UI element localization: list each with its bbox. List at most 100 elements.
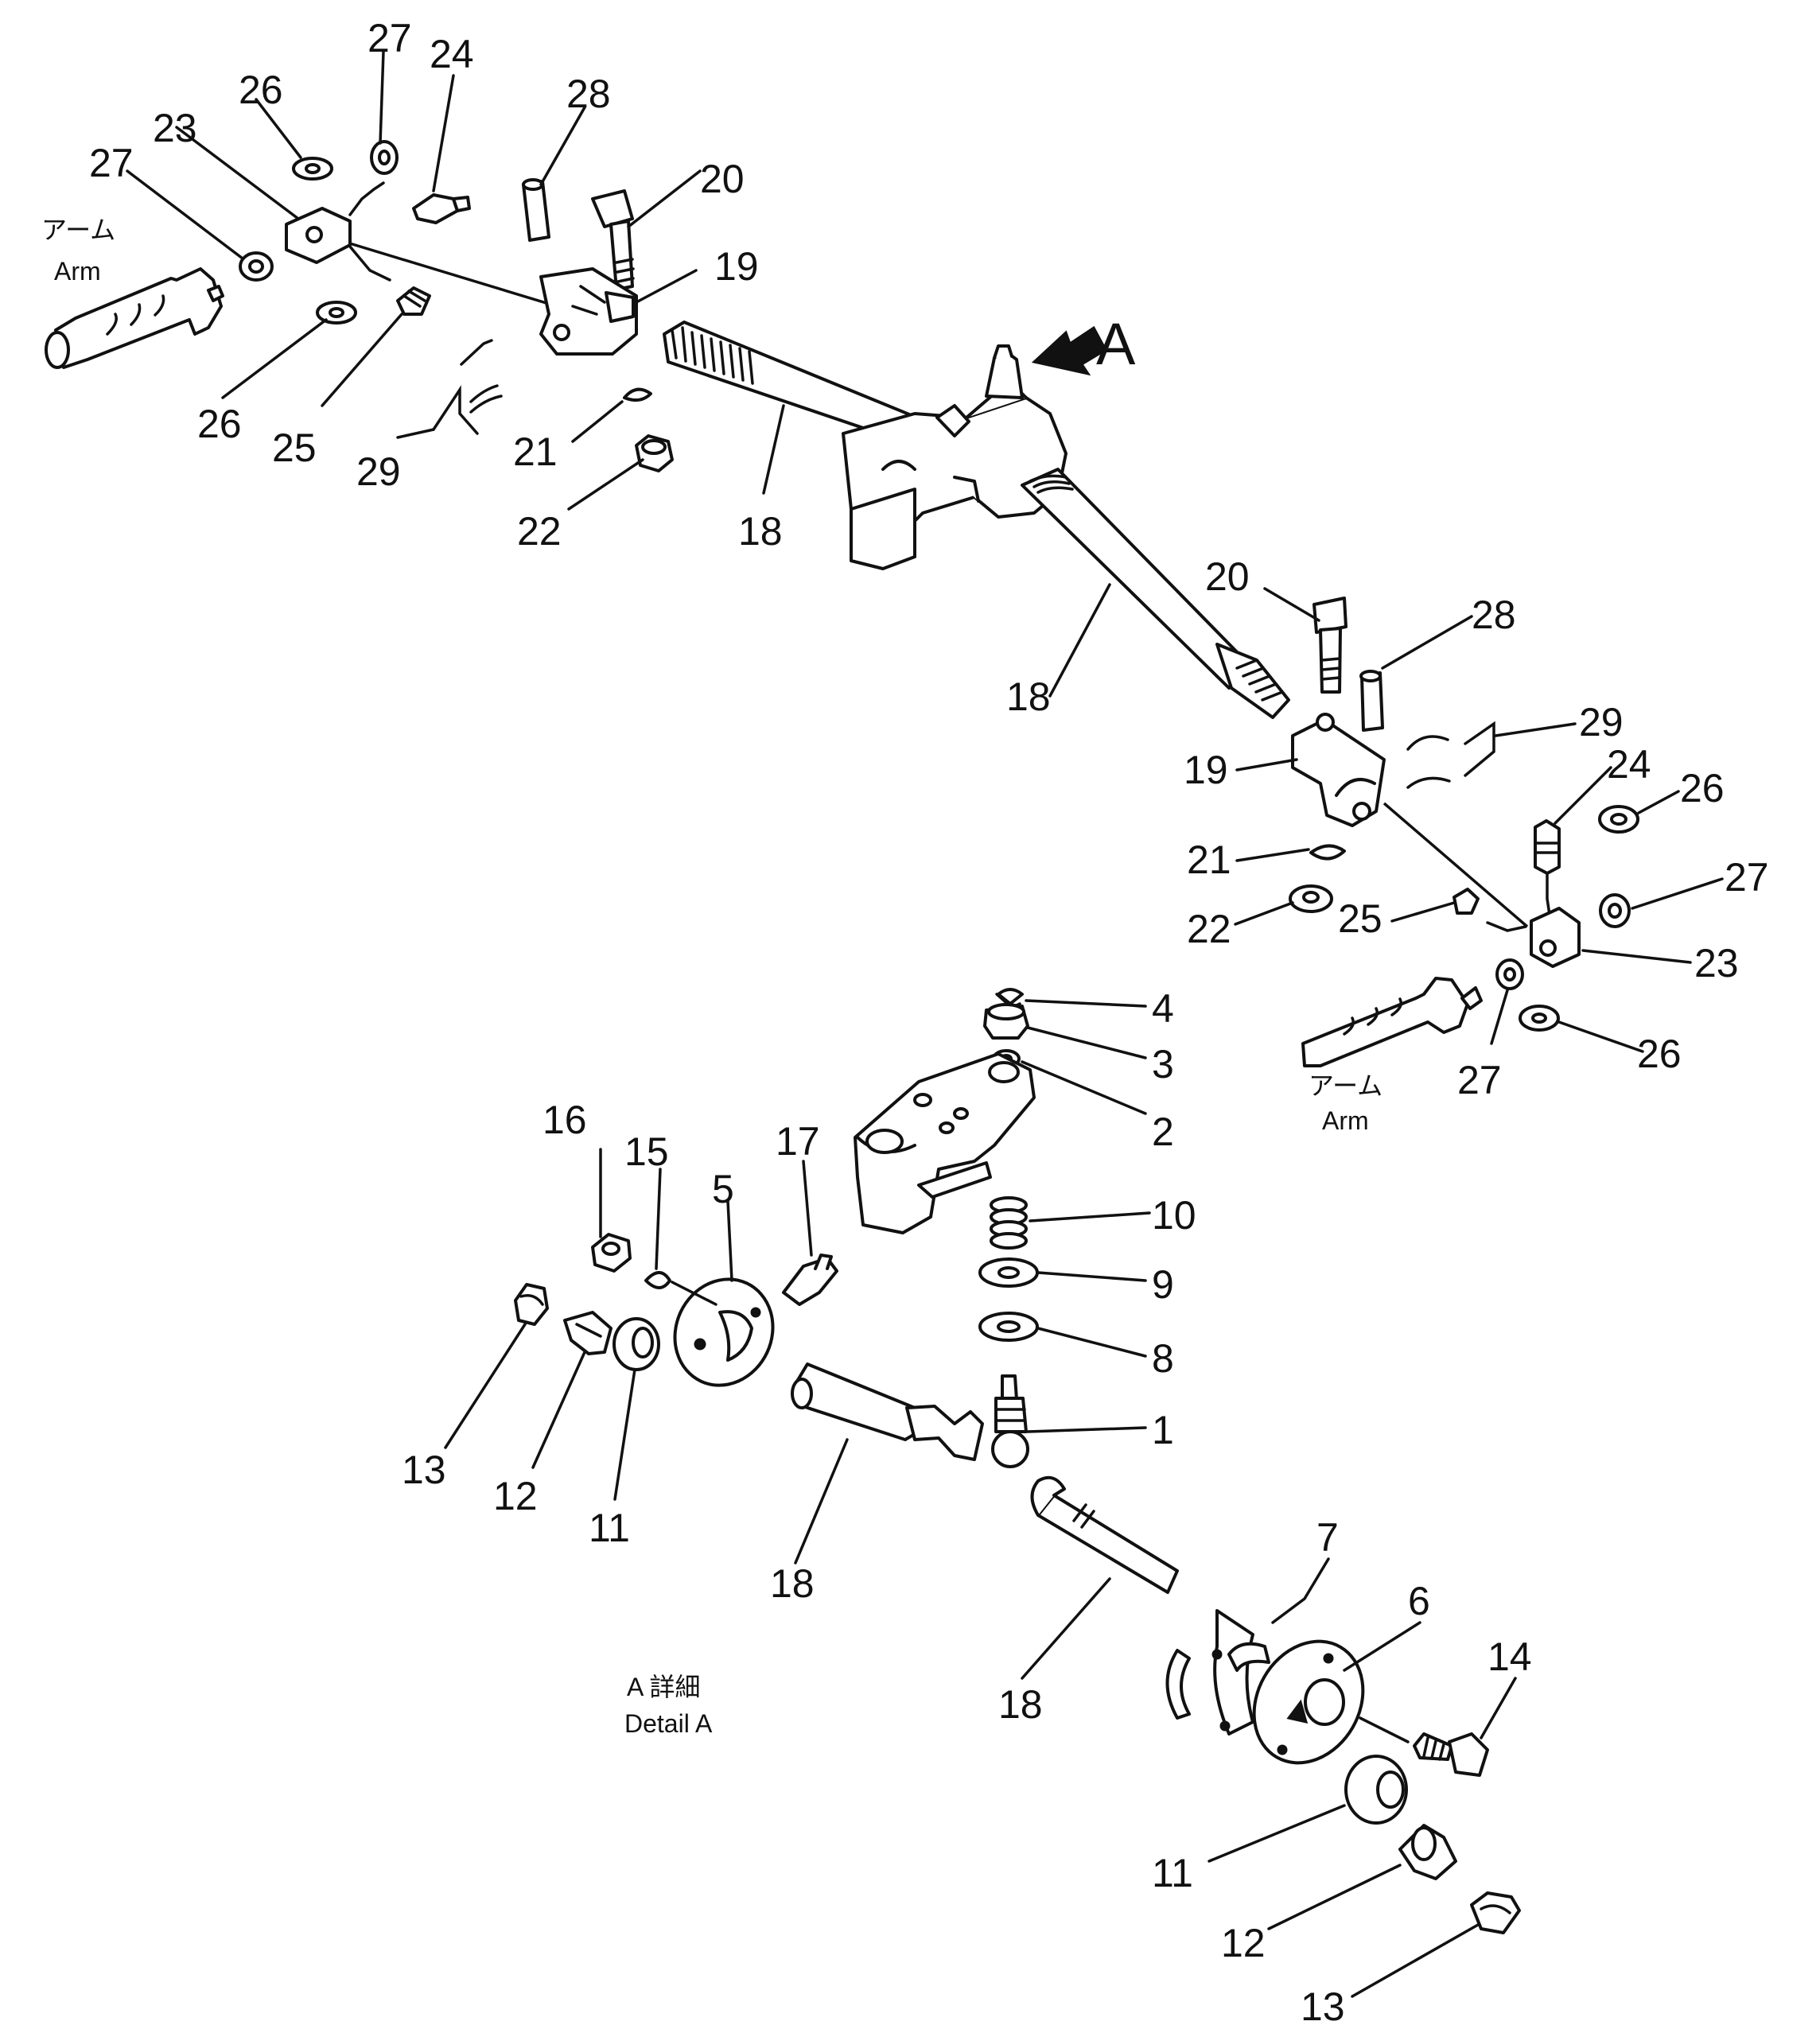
callout-29: 29	[356, 449, 401, 494]
bolt-14	[1413, 1732, 1489, 1777]
right-arm-jp-label: アーム	[1309, 1071, 1382, 1100]
block-23-left	[285, 207, 352, 264]
callout-29-right: 29	[1579, 700, 1624, 744]
callout-17: 17	[776, 1119, 820, 1164]
callout-10: 10	[1152, 1193, 1196, 1238]
callout-23-right: 23	[1694, 941, 1739, 985]
plate-5	[673, 1277, 775, 1387]
detail-a-assembly	[514, 988, 1521, 1934]
left-arm-jp-label: アーム	[41, 216, 115, 244]
callout-4: 4	[1152, 986, 1174, 1031]
callout-5: 5	[712, 1167, 734, 1211]
callout-11-left: 11	[589, 1506, 630, 1550]
callout-21: 21	[513, 430, 558, 474]
bolt-20-left	[591, 189, 635, 291]
callout-22: 22	[517, 509, 562, 554]
callout-18-upper-right: 18	[1006, 674, 1051, 719]
cotter-pins-29-left	[432, 339, 503, 435]
bolt-20-right	[1312, 597, 1348, 694]
callout-numbers: 27 24 26 28 23 20 27 19 26 25 29 21 22 1…	[89, 16, 1769, 2029]
cap-12-right	[1398, 1824, 1457, 1880]
callout-8: 8	[1152, 1336, 1174, 1381]
callout-13-left: 13	[402, 1448, 446, 1492]
right-linkage-assembly: アーム Arm	[1289, 597, 1639, 1135]
callout-21-right: 21	[1187, 838, 1231, 882]
callout-12-right: 12	[1221, 1921, 1266, 1965]
left-arm-en-label: Arm	[54, 257, 101, 286]
callout-15: 15	[624, 1129, 669, 1174]
callout-27-a-right: 27	[1725, 855, 1769, 900]
callout-19: 19	[714, 244, 759, 289]
plug-25-right	[1452, 888, 1480, 915]
callout-20-right: 20	[1205, 554, 1250, 599]
ball-stud-1	[991, 1374, 1029, 1468]
callout-27-b: 27	[89, 141, 134, 185]
right-assembly-axis	[1382, 802, 1529, 928]
callout-28-right: 28	[1472, 593, 1516, 637]
pin-28-left	[522, 178, 550, 242]
clip-13-left	[514, 1283, 549, 1326]
callout-28: 28	[566, 72, 611, 116]
block-23-right	[1530, 907, 1581, 968]
callout-leaders	[126, 50, 1724, 1998]
callout-26-a-right: 26	[1680, 766, 1725, 810]
washer-15	[644, 1271, 671, 1289]
view-arrow-a: A	[1031, 311, 1136, 377]
cotter-pins-29-right	[1406, 721, 1495, 789]
clevis-19-right	[1291, 713, 1386, 827]
callout-3: 3	[1152, 1042, 1174, 1086]
pin-28-right	[1359, 670, 1384, 732]
snap-ring-21-left	[623, 387, 652, 402]
rod-18-detail-right	[1030, 1475, 1179, 1594]
callout-18-upper-left: 18	[738, 509, 783, 554]
boot-11-left	[612, 1317, 660, 1371]
boot-11-right	[1344, 1755, 1408, 1825]
detail-caption-jp: A 詳細	[627, 1673, 700, 1701]
callout-24: 24	[430, 32, 474, 76]
nut-16	[591, 1233, 632, 1273]
center-rod-assembly	[663, 321, 1290, 719]
shim-7	[1165, 1609, 1270, 1736]
callout-24-right: 24	[1607, 742, 1651, 787]
left-linkage-assembly: アーム Arm	[41, 140, 674, 472]
callout-25-right: 25	[1338, 896, 1382, 941]
spring-10	[990, 1196, 1028, 1250]
callout-27-b-right: 27	[1457, 1058, 1502, 1102]
snap-ring-21-right	[1309, 844, 1346, 861]
callout-19-right: 19	[1184, 748, 1228, 792]
callout-11-right: 11	[1152, 1851, 1193, 1895]
callout-13-right: 13	[1301, 1984, 1345, 2029]
clevis-19-left	[539, 267, 638, 356]
nut-22-right	[1289, 884, 1333, 913]
callout-18-detail-left: 18	[770, 1561, 815, 1606]
cover-6	[1252, 1639, 1365, 1765]
callout-25: 25	[272, 426, 317, 470]
callout-7: 7	[1316, 1515, 1339, 1560]
left-assembly-axis	[333, 237, 558, 308]
right-arm-part	[1301, 977, 1483, 1067]
callout-26-b-right: 26	[1637, 1032, 1682, 1076]
grease-nipple-top	[985, 344, 1024, 399]
detail-caption-en: Detail A	[624, 1709, 713, 1738]
left-arm-part	[45, 267, 224, 369]
callout-22-right: 22	[1187, 907, 1231, 951]
grease-nipple-17	[782, 1254, 838, 1306]
callout-26-a: 26	[239, 68, 283, 112]
callout-23: 23	[153, 106, 197, 150]
callout-20: 20	[700, 157, 745, 201]
callout-6: 6	[1408, 1579, 1430, 1623]
callout-12-left: 12	[493, 1474, 538, 1518]
callout-1: 1	[1152, 1408, 1174, 1452]
nut-22-left	[635, 434, 674, 472]
grease-fitting-24-right	[1534, 819, 1561, 875]
callout-14: 14	[1488, 1634, 1532, 1679]
plug-25-left	[396, 286, 431, 316]
callout-27-a: 27	[368, 16, 412, 60]
callout-9: 9	[1152, 1262, 1174, 1307]
rod-18-detail-left	[791, 1362, 984, 1461]
view-arrow-a-letter: A	[1096, 311, 1136, 377]
detail-caption: A 詳細 Detail A	[624, 1673, 713, 1738]
cap-12-left	[563, 1311, 612, 1355]
grease-fitting-24-left	[412, 193, 471, 224]
